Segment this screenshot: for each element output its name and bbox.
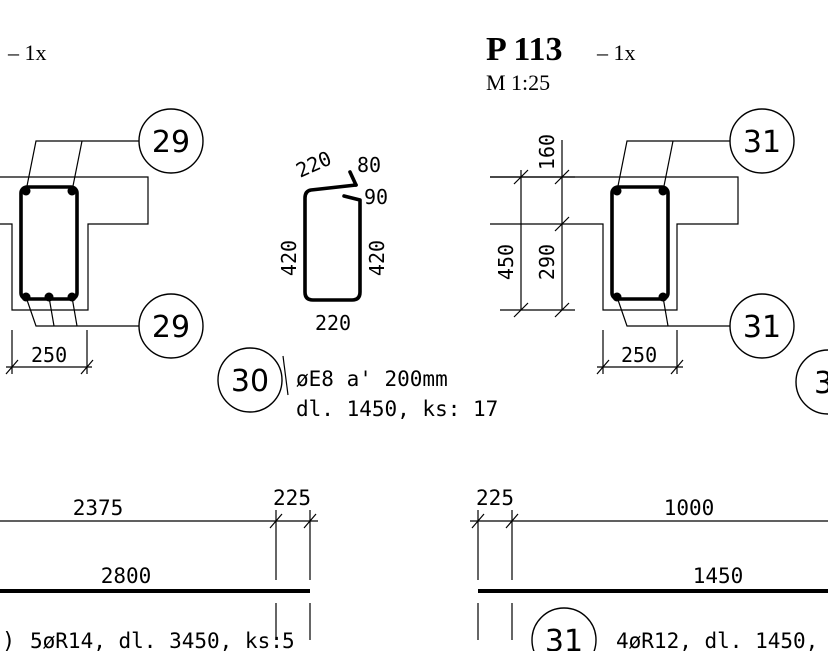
title-right: P 113 – 1x M 1:25 [486, 31, 636, 95]
right-dim-1450: 1450 [693, 564, 744, 588]
dim-tick [554, 302, 570, 318]
right-dim-tick [505, 513, 519, 529]
left-dim-tick [269, 513, 283, 529]
right-dim-290: 290 [535, 244, 559, 280]
left-section-stirrup [19, 185, 79, 301]
left-dim-2800: 2800 [101, 564, 152, 588]
right-bar-spec: 4øR12, dl. 1450, [616, 629, 818, 651]
stirrup-dim-left: 420 [277, 240, 301, 276]
mark-30: 30 øE8 a' 200mm dl. 1450, ks: 17 [217, 347, 498, 421]
leader-29-top [71, 140, 83, 192]
left-section: 250 [0, 140, 149, 375]
left-bar: 2375 225 2800 ) 5øR14, dl. 3450, ks: 5 [0, 486, 318, 651]
mark-31-top: 31 [729, 108, 795, 174]
right-section: 160 290 450 250 [490, 134, 739, 375]
mark-29-top: 29 [138, 108, 204, 174]
mark-clipped-label: 3 [814, 366, 828, 401]
dim-tick [554, 216, 570, 232]
title-right-scale: M 1:25 [486, 70, 550, 95]
mark-31-top-label: 31 [743, 125, 781, 160]
stirrup-dim-top: 220 [292, 146, 335, 183]
right-section-stirrup [610, 185, 670, 301]
left-bar-spec-count: 5 [282, 629, 295, 651]
stirrup-dim-bottom: 220 [315, 311, 351, 335]
left-dim-tick [303, 513, 317, 529]
width-dim-tick [596, 359, 610, 375]
mark-31-bottom: 31 [729, 293, 795, 359]
mark-31-bottom-label: 31 [743, 310, 781, 345]
left-dim-225: 225 [273, 486, 311, 510]
right-dim-450: 450 [494, 244, 518, 280]
right-width-dim: 250 [621, 343, 657, 367]
right-dim-tick [471, 513, 485, 529]
dim-tick [554, 169, 570, 185]
right-bar: 225 1000 1450 31 4øR12, dl. 1450, [470, 486, 828, 651]
leader-31-top [662, 140, 674, 192]
stirrup-shape: 220 80 90 420 420 220 [277, 146, 389, 335]
stirrup-path [303, 183, 362, 302]
right-dim-1000: 1000 [664, 496, 715, 520]
title-right-suffix: – 1x [596, 40, 636, 65]
mark-31-bar-label: 31 [545, 624, 583, 651]
width-dim-tick [670, 359, 684, 375]
title-left: – 1x [7, 40, 47, 65]
stirrup-dim-right: 420 [365, 240, 389, 276]
mark-29-bottom: 29 [138, 293, 204, 359]
leader-31-bot [616, 296, 730, 327]
mark-30-bracket [282, 355, 289, 396]
mark-clipped: 3 [795, 349, 828, 415]
stirrup-dim-hook1: 80 [357, 153, 381, 177]
mark-29-bottom-label: 29 [152, 310, 190, 345]
mark-31-bar [531, 607, 597, 651]
mark-30-label: 30 [231, 364, 269, 399]
leader-29-bot [71, 296, 78, 327]
dim-tick [513, 302, 529, 318]
title-right-name: P 113 [486, 31, 563, 68]
left-dim-2375: 2375 [73, 496, 124, 520]
right-dim-225: 225 [476, 486, 514, 510]
right-section-outline [490, 176, 739, 311]
left-bar-spec: 5øR14, dl. 3450, ks: [30, 629, 283, 651]
left-width-dim: 250 [31, 343, 67, 367]
stirrup-spec-line1: øE8 a' 200mm [296, 367, 448, 391]
left-section-outline [0, 176, 149, 311]
right-dim-160: 160 [535, 134, 559, 170]
left-bar-spec-prefix: ) [2, 629, 15, 651]
stirrup-spec-line2: dl. 1450, ks: 17 [296, 397, 498, 421]
leader-31-bot [662, 296, 669, 327]
mark-29-top-label: 29 [152, 125, 190, 160]
leader-29-bot [48, 296, 55, 327]
leader-29-bot [25, 296, 139, 327]
leader-29-top [25, 140, 139, 192]
leader-31-top [616, 140, 730, 192]
stirrup-hook [348, 170, 358, 187]
width-dim-tick [80, 359, 94, 375]
dim-tick [513, 169, 529, 185]
width-dim-tick [5, 359, 19, 375]
stirrup-dim-hook2: 90 [364, 185, 388, 209]
title-left-suffix: – 1x [7, 40, 47, 65]
